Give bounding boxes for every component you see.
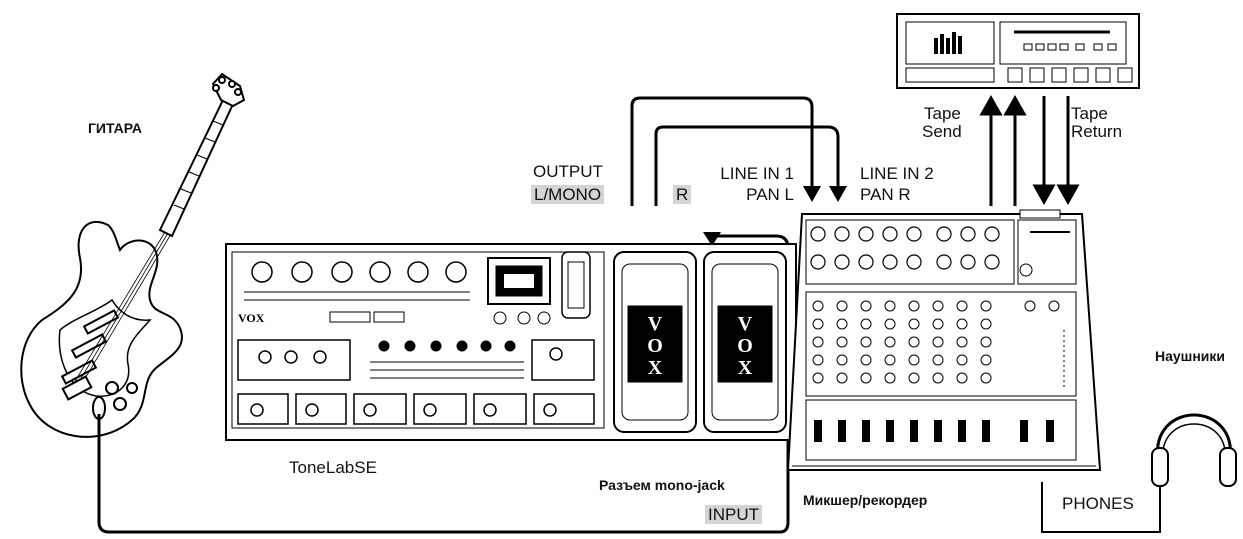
expression-pedal-right: V O X (704, 252, 786, 432)
line-in-2-label: LINE IN 2 (860, 164, 934, 183)
tape-send-arrows (982, 98, 1024, 206)
tape-send-label-line1: Tape (924, 104, 961, 123)
svg-text:X: X (738, 357, 753, 379)
mono-jack-label: Разъем mono-jack (599, 477, 725, 493)
output-r-label: R (673, 185, 691, 204)
tape-return-label-line2: Return (1071, 122, 1122, 141)
svg-text:X: X (648, 357, 663, 379)
line-in-1-label: LINE IN 1 (700, 164, 794, 183)
tape-return-label-line1: Tape (1071, 104, 1108, 123)
expression-pedal-left: V O X (614, 252, 696, 432)
mixer-device (788, 210, 1100, 470)
svg-text:O: O (737, 335, 753, 357)
tonelab-label: ToneLabSE (289, 458, 377, 477)
tape-recorder (897, 14, 1139, 88)
tonelab-device: VOX (226, 244, 796, 440)
pan-r-label: PAN R (860, 185, 911, 204)
brand-small: VOX (238, 311, 265, 325)
input-label: INPUT (705, 505, 762, 524)
headphones-label: Наушники (1155, 348, 1225, 364)
output-label: OUTPUT (533, 162, 603, 181)
tape-send-label-line2: Send (922, 122, 962, 141)
pan-l-label: PAN L (700, 185, 794, 204)
svg-text:O: O (647, 335, 663, 357)
mixer-label: Микшер/рекордер (803, 492, 927, 508)
headphones-illustration (1152, 415, 1236, 520)
output-l-mono-label: L/MONO (531, 185, 604, 204)
svg-text:V: V (648, 313, 663, 335)
guitar-label: ГИТАРА (88, 120, 142, 136)
svg-text:V: V (738, 313, 753, 335)
phones-label: PHONES (1062, 494, 1134, 513)
